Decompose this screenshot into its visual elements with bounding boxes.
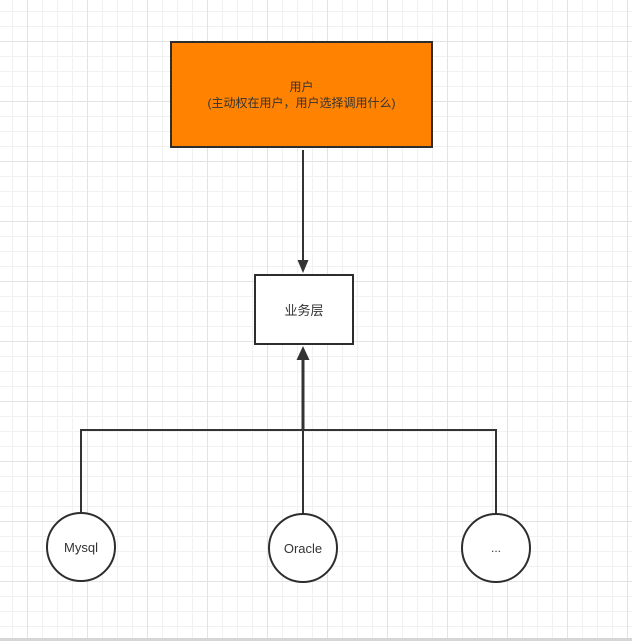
arrowhead-down-icon xyxy=(297,260,309,273)
oracle-label: Oracle xyxy=(283,540,323,556)
connector-databases-to-business[interactable] xyxy=(296,346,310,430)
horizontal-scrollbar[interactable] xyxy=(0,638,632,641)
node-user-box[interactable]: 用户 (主动权在用户，用户选择调用什么) xyxy=(170,41,433,148)
node-oracle-circle[interactable]: Oracle xyxy=(268,513,338,583)
others-label: ... xyxy=(490,541,501,555)
mysql-label: Mysql xyxy=(64,539,98,555)
connector-user-to-business[interactable] xyxy=(297,150,309,273)
user-box-label-line1: 用户 xyxy=(289,79,314,94)
node-business-layer-box[interactable]: 业务层 xyxy=(254,274,354,345)
arrowhead-up-icon xyxy=(296,346,310,360)
node-mysql-circle[interactable]: Mysql xyxy=(46,512,116,582)
connector-database-tree[interactable] xyxy=(80,429,497,514)
node-others-circle[interactable]: ... xyxy=(461,513,531,583)
user-box-label-line2: (主动权在用户，用户选择调用什么) xyxy=(207,95,396,110)
business-layer-label: 业务层 xyxy=(284,303,324,318)
